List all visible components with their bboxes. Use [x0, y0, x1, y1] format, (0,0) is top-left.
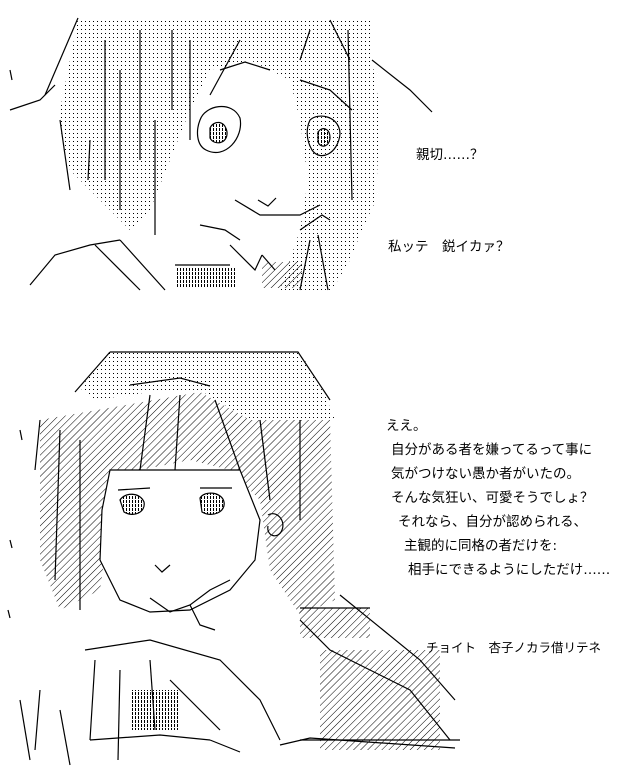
bottom-speech-line-1: ええ。	[386, 418, 427, 434]
bottom-speech-line-6: 主観的に同格の者だけを:	[404, 538, 558, 554]
bottom-speech-line-4: そんな気狂い、可愛そうでしょ？	[391, 490, 594, 506]
bottom-speech-line-5: それなら、自分が認められる、	[398, 514, 587, 530]
bottom-speech-line-7: 相手にできるようにしただけ……	[408, 562, 611, 578]
top-character-art	[9, 17, 433, 291]
bottom-character-art	[7, 351, 460, 766]
bottom-speech-line-2: 自分がある者を嫌ってるって事に	[391, 442, 593, 458]
credit-note: チョイト 杏子ノカラ借リテネ	[426, 640, 602, 655]
bottom-speech-block: ええ。 自分がある者を嫌ってるって事に 気がつけない愚か者がいたの。 そんな気狂…	[386, 414, 610, 582]
top-speech-line-2: 私ッテ 鋭イカァ？	[388, 239, 510, 255]
top-speech-line-1: 親切……？	[416, 147, 484, 163]
bottom-speech-line-3: 気がつけない愚か者がいたの。	[391, 466, 580, 482]
